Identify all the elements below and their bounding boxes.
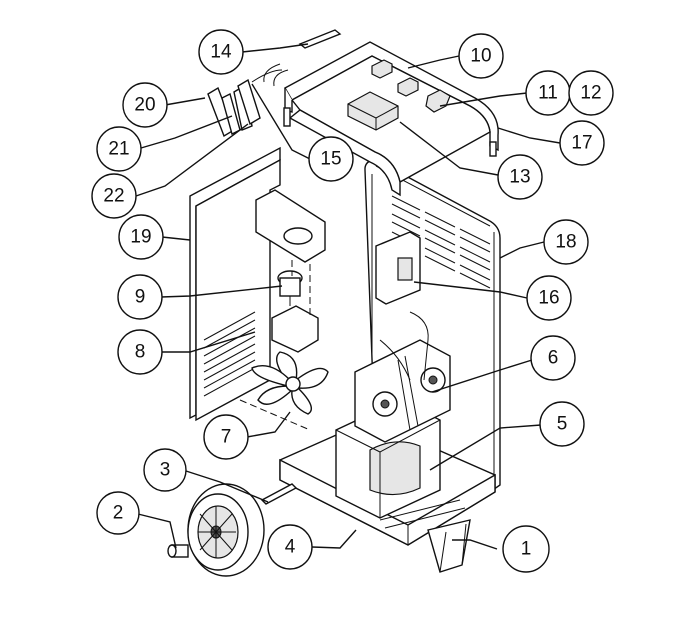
callout-label-15: 15 xyxy=(320,149,341,170)
callout-label-16: 16 xyxy=(538,288,559,309)
callout-label-9: 9 xyxy=(135,287,146,308)
callout-label-12: 12 xyxy=(580,83,601,104)
base-foot xyxy=(427,519,471,573)
callout-label-7: 7 xyxy=(221,427,232,448)
left-panel-louvers xyxy=(203,311,256,397)
circuit-breaker xyxy=(375,231,421,305)
top-knob-11 xyxy=(397,77,419,97)
fan-motor xyxy=(271,270,319,353)
callout-label-4: 4 xyxy=(285,537,296,558)
wheel xyxy=(187,483,265,577)
callout-15: 15 xyxy=(308,136,354,182)
callout-13: 13 xyxy=(497,154,543,200)
callout-19: 19 xyxy=(118,214,164,260)
internal-cable xyxy=(409,311,429,381)
callout-label-10: 10 xyxy=(470,46,491,67)
rectifier-assembly xyxy=(354,339,451,443)
axle xyxy=(260,483,298,505)
top-knob-10 xyxy=(371,59,393,79)
callout-18: 18 xyxy=(543,219,589,265)
callout-label-5: 5 xyxy=(557,414,568,435)
callout-7: 7 xyxy=(203,414,249,460)
callout-17: 17 xyxy=(559,120,605,166)
callout-10: 10 xyxy=(458,33,504,79)
callout-label-18: 18 xyxy=(555,232,576,253)
callout-16: 16 xyxy=(526,275,572,321)
callout-22: 22 xyxy=(91,173,137,219)
callout-11: 11 xyxy=(525,70,571,116)
callout-label-19: 19 xyxy=(130,227,151,248)
callout-3: 3 xyxy=(143,448,187,492)
leader-lines xyxy=(135,43,561,550)
fan-blade xyxy=(251,351,329,415)
callout-9: 9 xyxy=(117,274,163,320)
callout-label-21: 21 xyxy=(108,139,129,160)
callout-label-8: 8 xyxy=(135,342,146,363)
callout-12: 12 xyxy=(568,70,614,116)
callout-label-6: 6 xyxy=(548,348,559,369)
callout-4: 4 xyxy=(267,524,313,570)
callout-5: 5 xyxy=(539,401,585,447)
callout-21: 21 xyxy=(96,126,142,172)
callout-label-20: 20 xyxy=(134,95,155,116)
meter-13 xyxy=(347,91,399,131)
callout-20: 20 xyxy=(122,82,168,128)
callout-label-22: 22 xyxy=(103,186,124,207)
callout-label-11: 11 xyxy=(538,83,558,104)
callout-6: 6 xyxy=(530,335,576,381)
battery-clamps xyxy=(207,69,283,138)
callout-2: 2 xyxy=(96,491,140,535)
callout-14: 14 xyxy=(198,29,244,75)
handle-rod xyxy=(263,29,342,87)
top-switch-12 xyxy=(425,89,451,113)
wheel-cap xyxy=(167,544,189,558)
callout-label-14: 14 xyxy=(210,42,232,63)
callout-label-17: 17 xyxy=(571,133,592,154)
callout-8: 8 xyxy=(117,329,163,375)
callout-label-13: 13 xyxy=(509,167,530,188)
fan-bracket xyxy=(255,189,326,263)
callout-label-1: 1 xyxy=(521,539,532,560)
callout-1: 1 xyxy=(502,525,550,573)
callout-label-2: 2 xyxy=(113,503,124,524)
callout-label-3: 3 xyxy=(160,460,171,481)
